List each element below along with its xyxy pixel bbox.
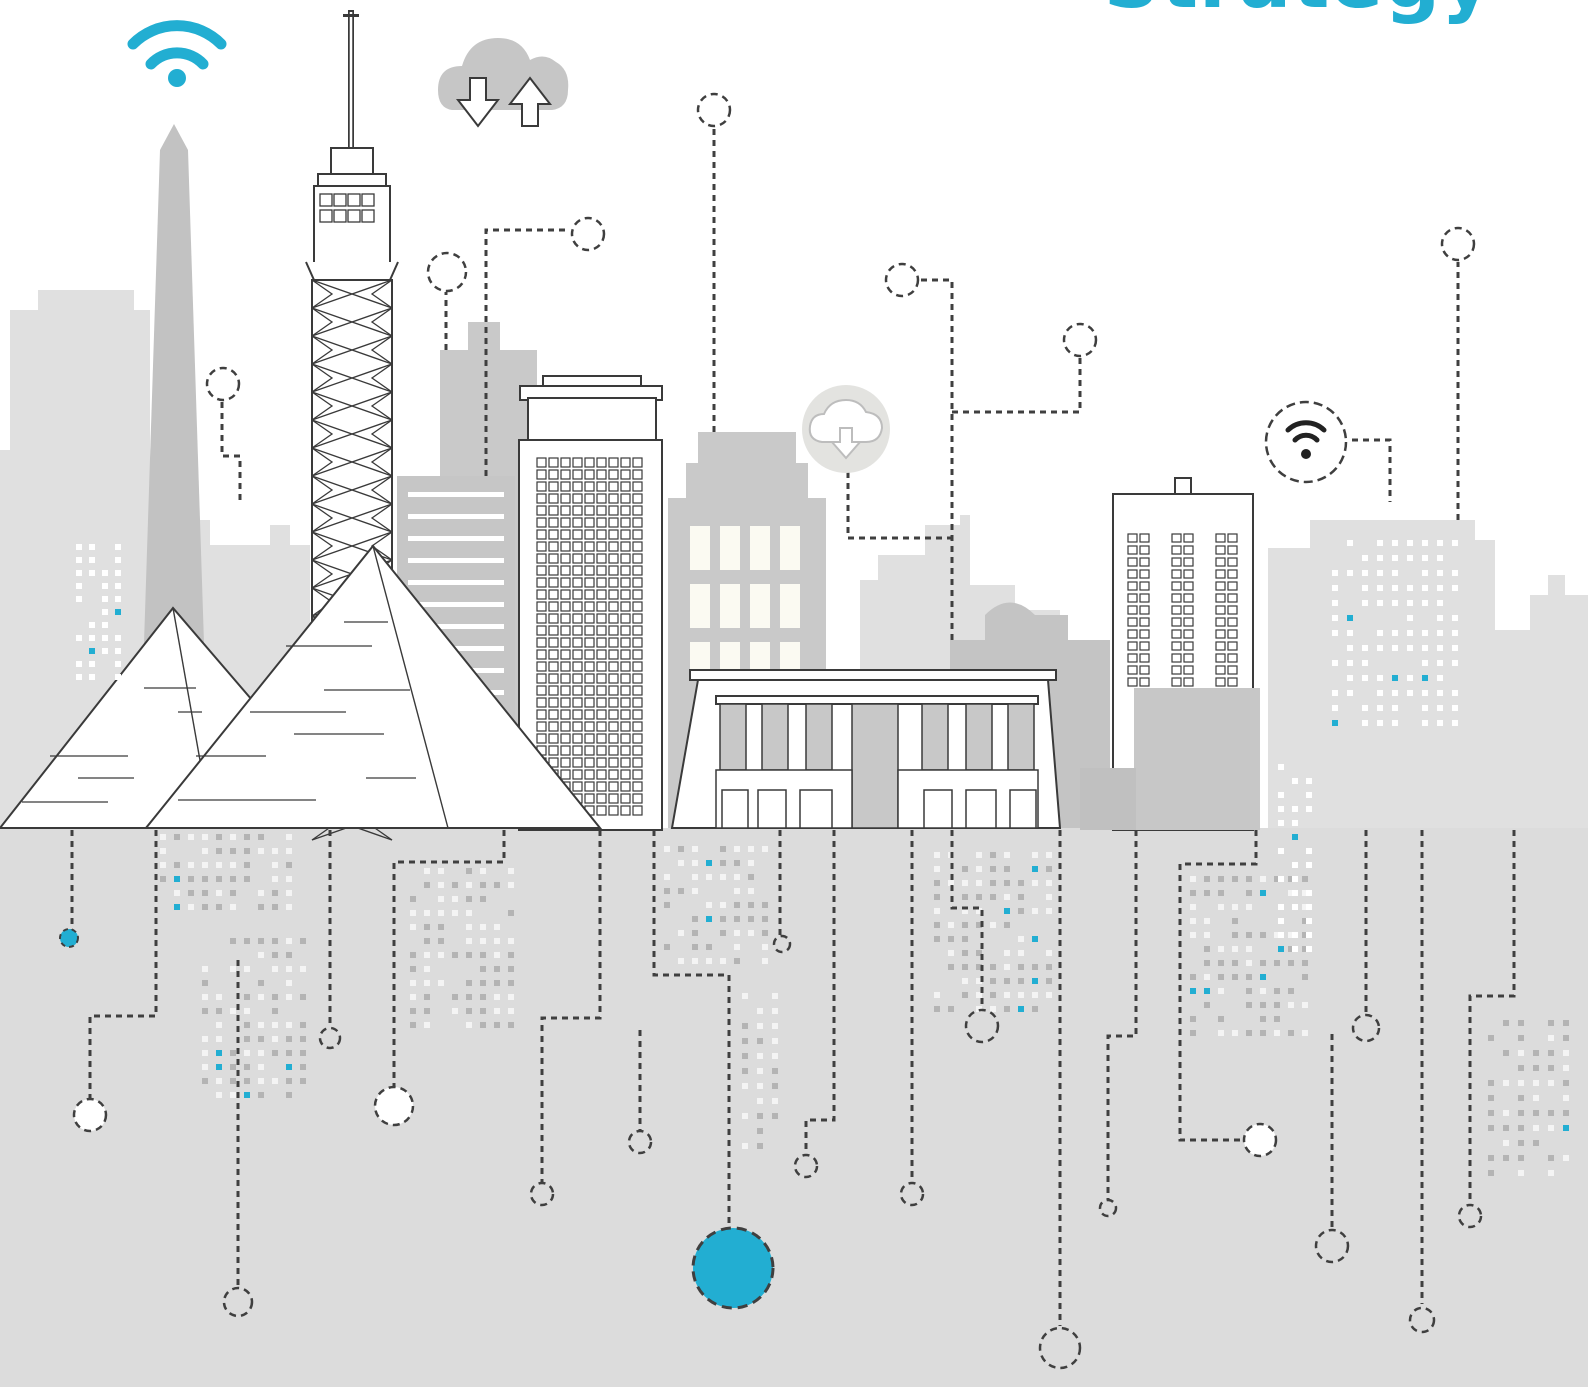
page-title: Strategy xyxy=(1104,0,1493,20)
gray-tower-windows xyxy=(690,526,800,672)
temple xyxy=(670,669,1062,829)
pixel-dot-fields xyxy=(76,540,1569,1176)
wifi-icon xyxy=(127,20,227,87)
ground-plane xyxy=(0,828,1588,1387)
wifi-badge-icon xyxy=(1264,400,1348,484)
cloud-upload-download-icon xyxy=(438,38,569,128)
cloud-download-icon xyxy=(802,385,890,473)
pyramids xyxy=(0,544,603,829)
apartment-building xyxy=(1080,477,1260,831)
circuit-nodes xyxy=(59,92,1483,1370)
circuit-lines xyxy=(70,128,1516,1326)
highlight-node xyxy=(691,1226,775,1310)
